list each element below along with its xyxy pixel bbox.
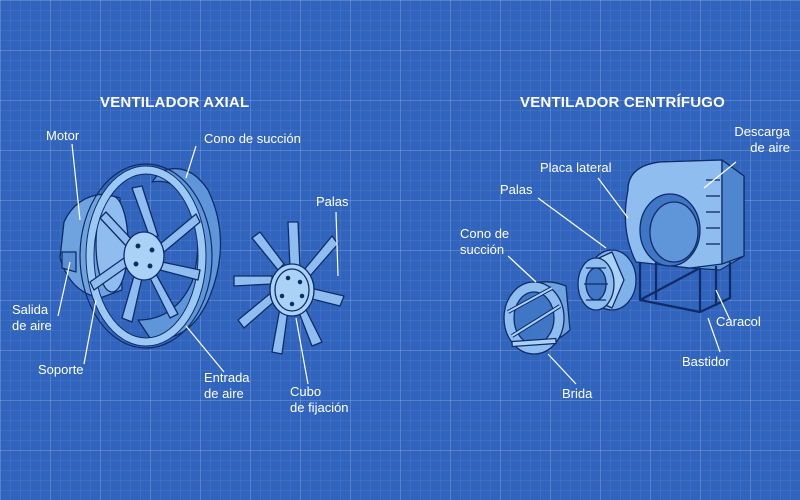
label-cubo-fijacion: Cubo de fijación	[290, 384, 349, 416]
label-salida-aire: Salida de aire	[12, 302, 52, 334]
leader-soporte	[84, 300, 96, 364]
centrifugal-scroll-casing	[625, 160, 744, 270]
label-descarga-aire: Descarga de aire	[734, 124, 790, 156]
label-motor: Motor	[46, 128, 79, 144]
label-palas-centrifugo: Palas	[500, 182, 533, 198]
centrifugal-fan-illustration	[504, 160, 744, 354]
label-placa-lateral: Placa lateral	[540, 160, 612, 176]
leader-palas-centrifugo	[538, 198, 606, 248]
leader-brida	[548, 354, 576, 384]
axial-blade-wheel	[234, 222, 344, 354]
centrifugal-suction-cone	[504, 282, 570, 354]
axial-fan-title: VENTILADOR AXIAL	[100, 94, 249, 111]
label-caracol: Caracol	[716, 314, 761, 330]
centrifugal-fan-title: VENTILADOR CENTRÍFUGO	[520, 94, 725, 111]
leader-entrada-aire	[186, 326, 224, 372]
label-cono-succion-centrifugo: Cono de succión	[460, 226, 509, 258]
centrifugal-impeller	[578, 250, 636, 310]
label-bastidor: Bastidor	[682, 354, 730, 370]
label-entrada-aire: Entrada de aire	[204, 370, 250, 402]
label-palas-axial: Palas	[316, 194, 349, 210]
label-soporte: Soporte	[38, 362, 84, 378]
centrifugal-frame	[640, 262, 730, 312]
leader-placa-lateral	[598, 178, 628, 218]
leader-cono-succion-centrifugo	[508, 256, 536, 282]
label-cono-succion-axial: Cono de succión	[204, 131, 301, 147]
label-brida: Brida	[562, 386, 592, 402]
axial-hub	[124, 232, 164, 280]
axial-fan-illustration	[60, 164, 344, 354]
